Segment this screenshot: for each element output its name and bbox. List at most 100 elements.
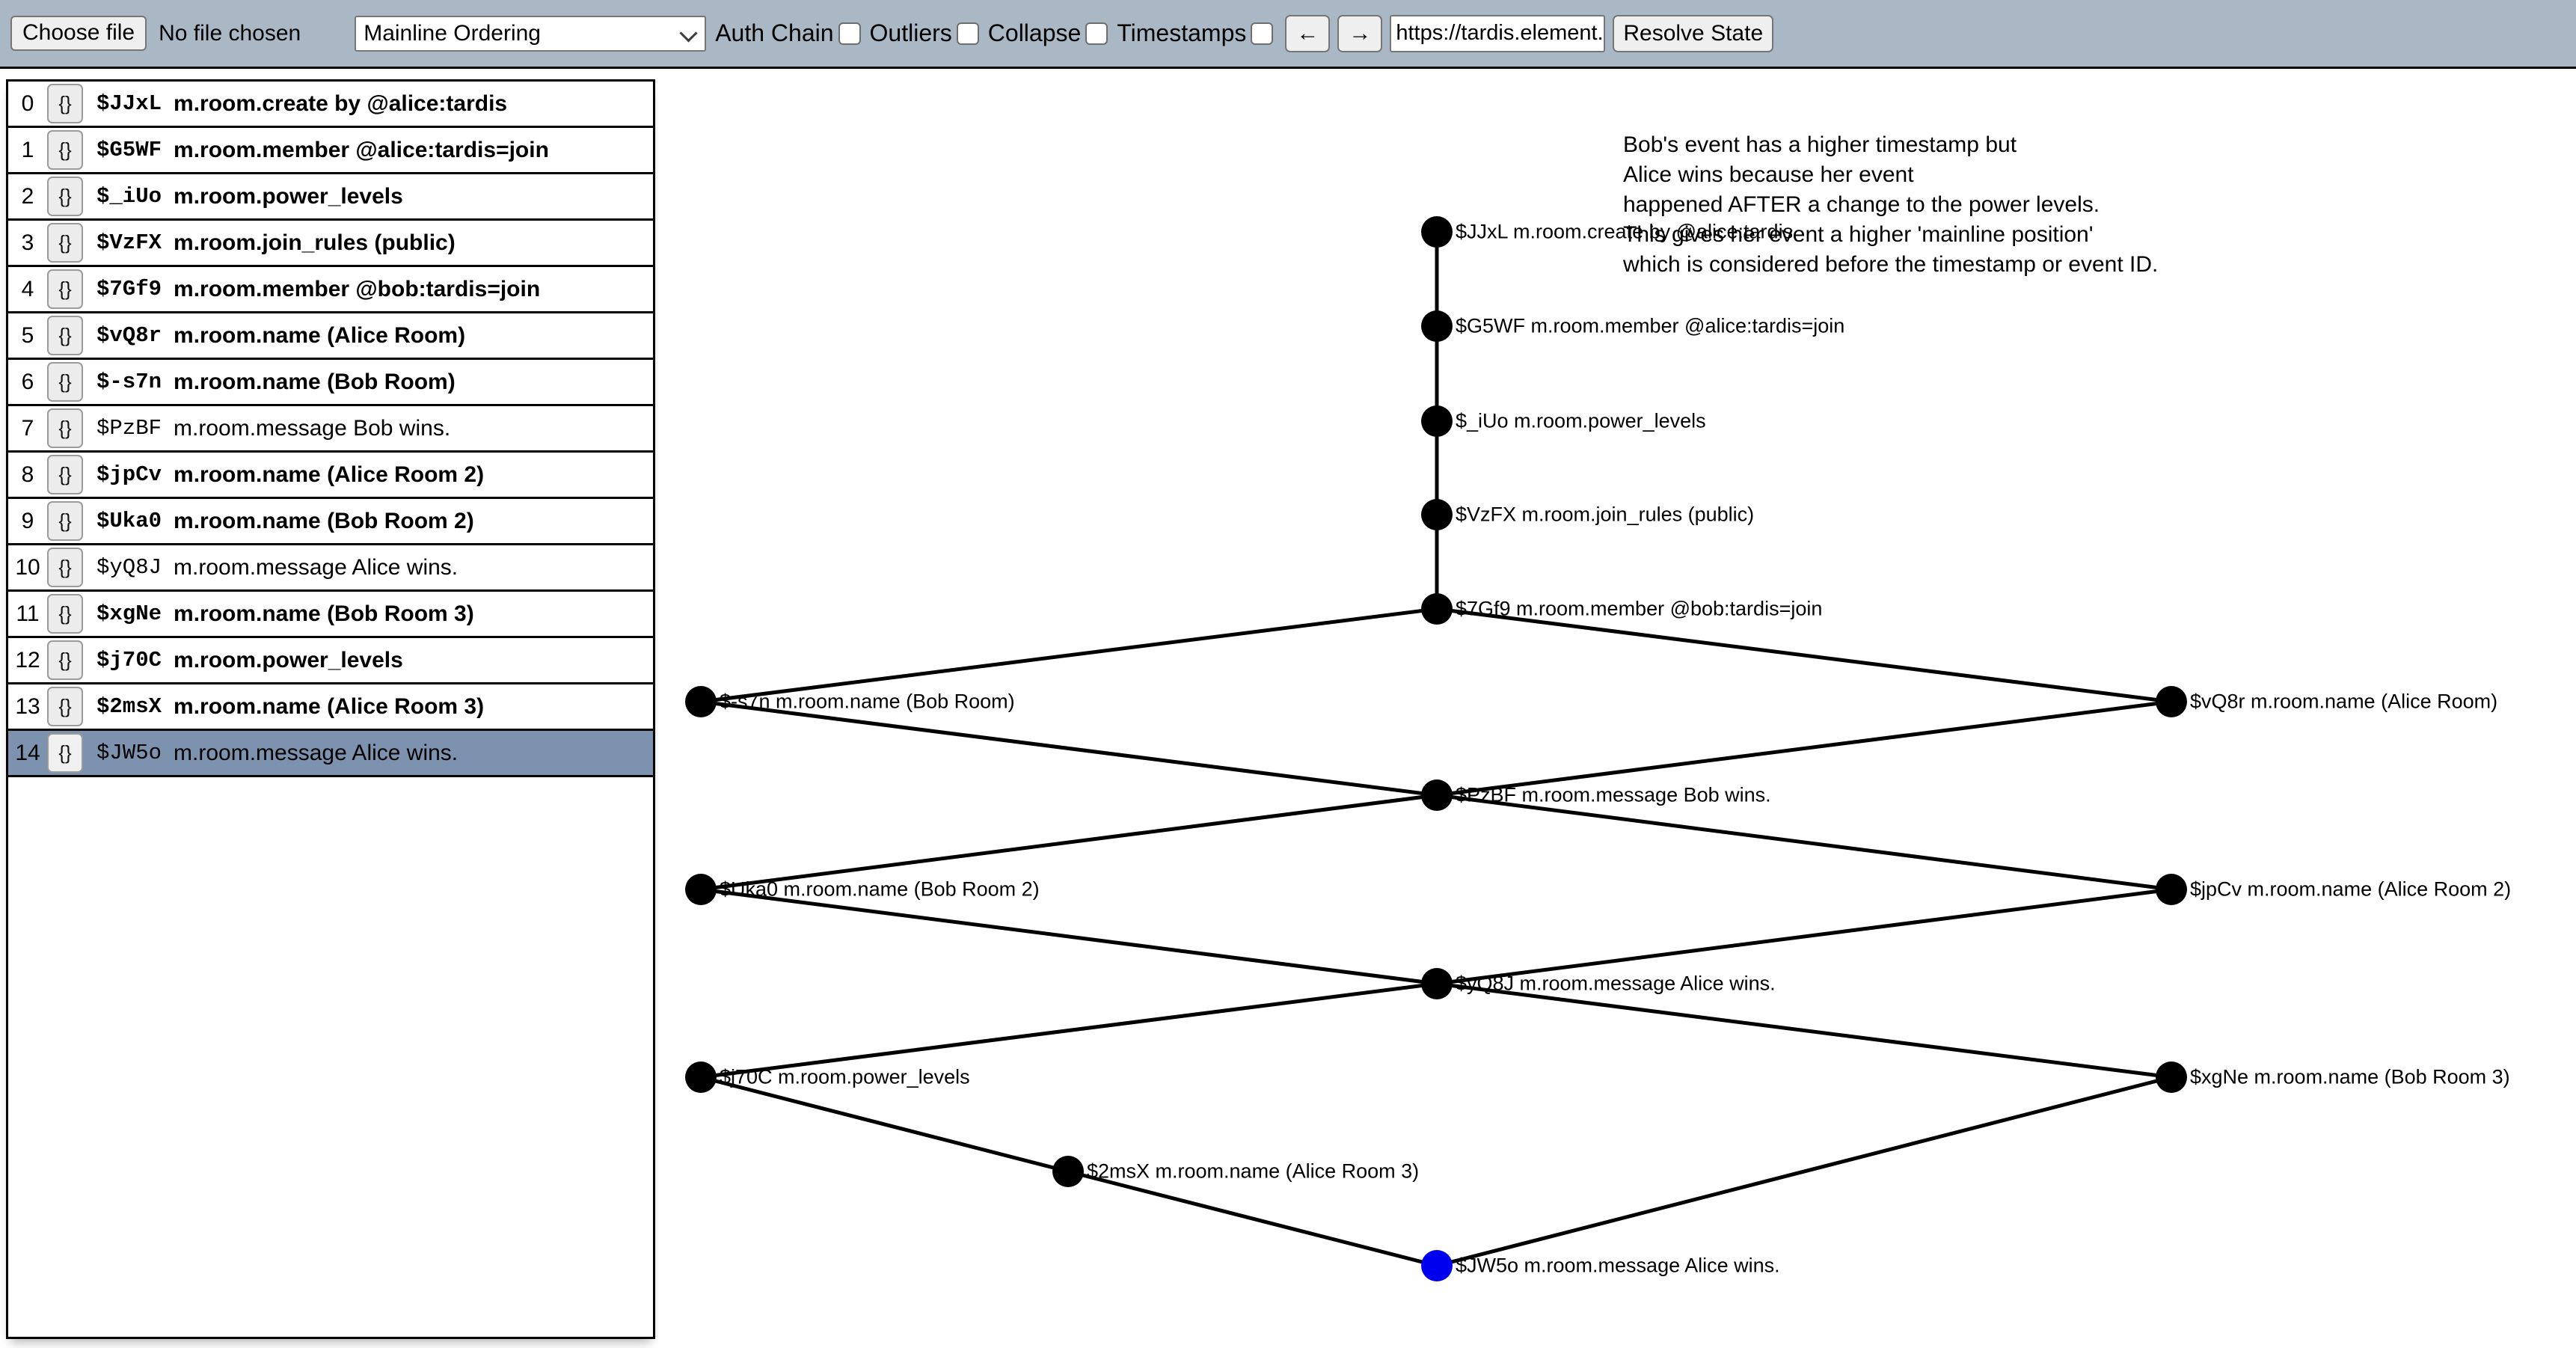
graph-node[interactable]	[2156, 1061, 2187, 1093]
event-index: 8	[21, 462, 34, 487]
view-json-icon[interactable]: {}	[47, 316, 83, 355]
event-index: 2	[21, 183, 34, 209]
event-description: m.room.member @bob:tardis=join	[174, 276, 541, 301]
graph-node[interactable]	[2156, 874, 2187, 905]
view-json-icon[interactable]: {}	[47, 594, 83, 634]
graph-node[interactable]	[1421, 593, 1453, 625]
event-index: 4	[21, 276, 34, 301]
event-id: $xgNe	[96, 601, 162, 626]
event-id: $G5WF	[96, 138, 162, 162]
graph-node[interactable]	[2156, 686, 2187, 717]
event-index: 0	[21, 91, 34, 116]
event-index: 6	[21, 369, 34, 394]
view-json-icon[interactable]: {}	[47, 130, 83, 170]
event-summary: $-s7n m.room.name (Bob Room)	[83, 360, 653, 404]
file-status-label: No file chosen	[159, 20, 301, 46]
event-list-item[interactable]: 6 {} $-s7n m.room.name (Bob Room)	[8, 360, 653, 406]
timestamps-checkbox[interactable]	[1251, 22, 1274, 45]
graph-edge	[700, 607, 1438, 704]
event-id: $JW5o	[96, 741, 162, 765]
graph-node[interactable]	[1421, 310, 1453, 342]
view-json-icon[interactable]: {}	[47, 548, 83, 587]
view-json-icon[interactable]: {}	[47, 223, 83, 263]
graph-node[interactable]	[685, 874, 717, 905]
graph-edge	[1436, 699, 2172, 797]
graph-edge	[1436, 887, 2172, 986]
edge-layer	[700, 232, 2172, 1268]
event-id: $JJxL	[96, 91, 162, 116]
event-description: m.room.message Alice wins.	[174, 740, 459, 765]
event-list-item[interactable]: 14 {} $JW5o m.room.message Alice wins.	[8, 731, 653, 777]
graph-node-label: $JJxL m.room.create by @alice:tardis	[1456, 220, 1794, 243]
choose-file-button[interactable]: Choose file	[10, 16, 147, 51]
view-json-icon[interactable]: {}	[47, 455, 83, 494]
event-list-item[interactable]: 8 {} $jpCv m.room.name (Alice Room 2)	[8, 453, 653, 499]
view-json-icon[interactable]: {}	[47, 269, 83, 309]
event-summary: $jpCv m.room.name (Alice Room 2)	[83, 453, 653, 497]
collapse-checkbox[interactable]	[1085, 22, 1108, 45]
graph-node[interactable]	[1421, 968, 1453, 999]
outliers-label: Outliers	[869, 19, 952, 46]
view-json-icon[interactable]: {}	[47, 177, 83, 216]
event-description: m.room.join_rules (public)	[174, 230, 456, 255]
event-id: $-s7n	[96, 370, 162, 394]
event-description: m.room.name (Alice Room 2)	[174, 462, 485, 487]
view-json-icon[interactable]: {}	[47, 501, 83, 541]
event-index: 13	[15, 693, 40, 719]
timestamps-label: Timestamps	[1117, 19, 1247, 46]
url-input[interactable]: https://tardis.element.dev	[1390, 14, 1606, 52]
graph-node[interactable]	[1421, 216, 1453, 248]
graph-node[interactable]	[1421, 779, 1453, 811]
ordering-select[interactable]: Mainline Ordering	[355, 15, 707, 52]
outliers-checkbox[interactable]	[956, 22, 979, 45]
ordering-select-value: Mainline Ordering	[364, 20, 541, 46]
event-id: $jpCv	[96, 462, 162, 487]
view-json-icon[interactable]: {}	[47, 733, 83, 773]
view-json-icon[interactable]: {}	[47, 362, 83, 402]
graph-node[interactable]	[1052, 1156, 1084, 1187]
graph-node[interactable]	[1421, 499, 1453, 530]
event-index: 3	[21, 230, 34, 255]
view-json-icon[interactable]: {}	[47, 640, 83, 680]
view-json-icon[interactable]: {}	[47, 84, 83, 123]
graph-edge	[1436, 607, 2172, 704]
graph-node[interactable]	[1421, 1250, 1453, 1281]
view-json-icon[interactable]: {}	[47, 687, 83, 726]
event-index: 14	[15, 740, 40, 765]
graph-node-label: $j70C m.room.power_levels	[720, 1065, 970, 1088]
chevron-down-icon	[681, 25, 697, 42]
graph-node-label: $PzBF m.room.message Bob wins.	[1456, 783, 1771, 806]
event-index: 1	[21, 137, 34, 162]
graph-node[interactable]	[685, 1061, 717, 1093]
graph-node[interactable]	[685, 686, 717, 717]
event-description: m.room.name (Bob Room)	[174, 369, 456, 394]
view-json-icon[interactable]: {}	[47, 408, 83, 448]
event-index: 9	[21, 508, 34, 533]
auth-chain-checkbox[interactable]	[838, 22, 861, 45]
resolve-state-button[interactable]: Resolve State	[1613, 14, 1774, 52]
forward-arrow-icon[interactable]: →	[1337, 14, 1383, 52]
state-resolution-graph[interactable]: $JJxL m.room.create by @alice:tardis$G5W…	[658, 72, 2576, 1348]
back-arrow-icon[interactable]: ←	[1285, 14, 1331, 52]
graph-node[interactable]	[1421, 405, 1453, 437]
